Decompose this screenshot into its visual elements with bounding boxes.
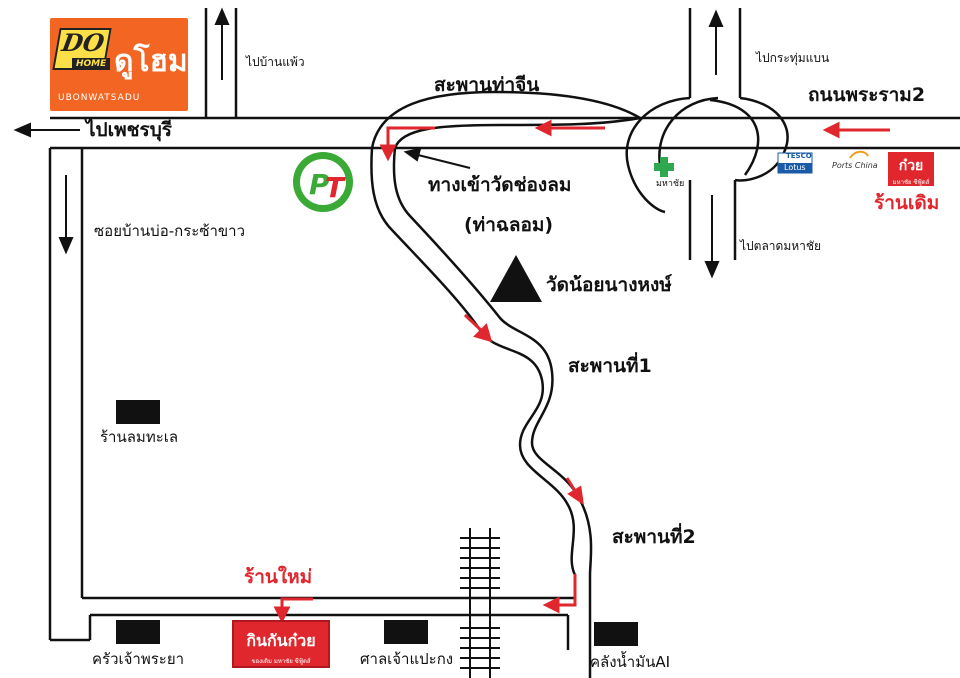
label-kitchen: ครัวเจ้าพระยา [92, 650, 185, 668]
old-shop-logo-text: ก๋วย [898, 158, 924, 174]
ports-logo [849, 150, 869, 159]
label-oil-depot: คลังน้ำมันAI [590, 653, 671, 671]
bottom-road [50, 575, 592, 678]
label-tha-chin-bridge: สะพานท่าจีน [434, 74, 540, 96]
seafood-shop-marker [116, 400, 160, 424]
label-shrine: ศาลเจ้าแปะกง [360, 650, 454, 668]
oil-depot-marker [594, 622, 638, 646]
new-shop-logo: กินกันก๋วย ของเดิม มหาชัย ซีฟู้ดส์ [232, 620, 330, 668]
pt-logo-text: P [309, 168, 330, 201]
old-shop-logo: ก๋วย มหาชัย ซีฟู้ดส์ [888, 152, 934, 186]
pt-logo: P T [293, 152, 353, 212]
red-route-arrows [273, 119, 890, 624]
label-soi-ban-bo: ซอยบ้านบ่อ-กระซ้าขาว [94, 222, 246, 240]
label-new-shop: ร้านใหม่ [244, 566, 313, 588]
dohome-logo: DO HOME ดูโฮม UBONWATSADU [50, 18, 188, 111]
label-seafood-shop: ร้านลมทะเล [100, 428, 179, 446]
tha-chin-bridge-road [370, 90, 641, 149]
label-bridge-2: สะพานที่2 [612, 526, 696, 548]
lotus-logo-text: Lotus [784, 163, 806, 172]
temple-icon [490, 255, 542, 302]
label-old-shop: ร้านเดิม [874, 192, 940, 214]
label-rama2-road: ถนนพระราม2 [808, 84, 926, 106]
label-wat-entrance: ทางเข้าวัดช่องลม [428, 174, 572, 196]
new-shop-logo-sub: ของเดิม มหาชัย ซีฟู้ดส์ [251, 658, 311, 665]
dohome-logo-thai: ดูโฮม [114, 44, 188, 79]
soi-ban-bo-road [48, 148, 84, 640]
label-bridge-1: สะพานที่1 [568, 355, 652, 377]
rama2-road [50, 116, 960, 150]
dohome-logo-sub: UBONWATSADU [58, 93, 141, 103]
label-hospital: มหาชัย [656, 179, 685, 189]
railway [460, 528, 500, 678]
tesco-logo-text: TESCO [786, 152, 812, 160]
pt-logo-text-t: T [325, 171, 346, 204]
label-wat-noi: วัดน้อยนางหงษ์ [546, 274, 672, 296]
ports-logo-text: Ports China [832, 161, 878, 170]
label-to-krathum-baen: ไปกระทุ่มแบน [756, 51, 830, 65]
tesco-lotus-logo [777, 152, 813, 174]
road-arrows [13, 7, 724, 279]
shrine-marker [384, 620, 428, 644]
label-to-phetchaburi: ไปเพชรบุรี [86, 119, 173, 141]
dohome-logo-home: HOME [72, 58, 111, 70]
new-shop-logo-text: กินกันก๋วย [246, 631, 316, 650]
hospital-cross-icon [654, 157, 674, 177]
label-to-mahachai-market: ไปตลาดมหาชัย [740, 239, 822, 253]
interchange [625, 8, 789, 260]
label-to-ban-phaeo: ไปบ้านแพ้ว [246, 55, 305, 69]
ban-phaeo-road [204, 8, 238, 118]
old-shop-logo-sub: มหาชัย ซีฟู้ดส์ [892, 179, 930, 186]
label-wat-entrance-sub: (ท่าฉลอม) [464, 214, 554, 236]
kitchen-marker [116, 620, 160, 644]
